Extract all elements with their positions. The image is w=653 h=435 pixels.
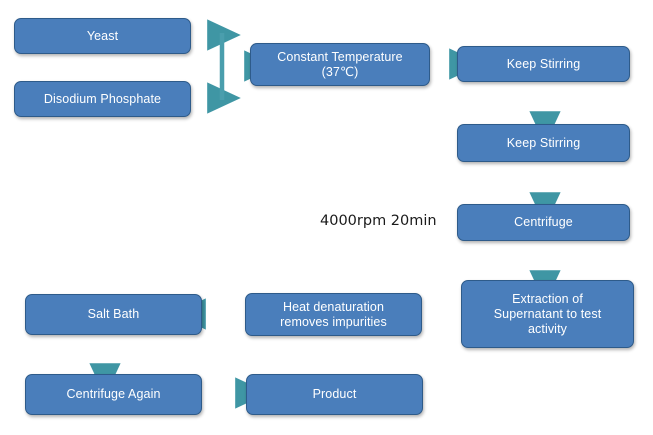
node-keep-stirring-1-label: Keep Stirring xyxy=(506,56,581,71)
node-heat-denaturation-line1: Heat denaturation xyxy=(282,299,385,314)
node-constant-temperature-line2: (37℃) xyxy=(321,64,359,79)
centrifuge-parameters-label: 4000rpm 20min xyxy=(320,212,437,230)
node-keep-stirring-2-label: Keep Stirring xyxy=(506,135,581,150)
node-heat-denaturation-line2: removes impurities xyxy=(280,314,387,329)
node-extraction-line2: Supernatant to test xyxy=(493,306,602,321)
node-centrifuge-label: Centrifuge xyxy=(514,215,573,229)
node-centrifuge-again-label: Centrifuge Again xyxy=(66,387,161,401)
node-yeast[interactable]: Yeast xyxy=(14,18,191,54)
node-constant-temperature-line1: Constant Temperature xyxy=(277,49,403,64)
centrifuge-parameters-text: 4000rpm 20min xyxy=(320,213,437,229)
node-centrifuge[interactable]: Centrifuge xyxy=(457,204,630,241)
node-disodium-phosphate-label: Disodium Phosphate xyxy=(43,91,162,106)
node-centrifuge-again[interactable]: Centrifuge Again xyxy=(25,374,202,415)
node-extraction-line1: Extraction of xyxy=(512,291,583,306)
node-product-label: Product xyxy=(312,387,357,401)
node-constant-temperature[interactable]: Constant Temperature (37℃) xyxy=(250,43,430,86)
node-keep-stirring-2[interactable]: Keep Stirring xyxy=(457,124,630,162)
node-heat-denaturation[interactable]: Heat denaturation removes impurities xyxy=(245,293,422,336)
node-extraction-supernatant[interactable]: Extraction of Supernatant to test activi… xyxy=(461,280,634,348)
node-keep-stirring-1[interactable]: Keep Stirring xyxy=(457,46,630,82)
node-extraction-line3: activity xyxy=(527,321,567,336)
node-salt-bath[interactable]: Salt Bath xyxy=(25,294,202,335)
node-disodium-phosphate[interactable]: Disodium Phosphate xyxy=(14,81,191,117)
node-yeast-label: Yeast xyxy=(86,28,119,43)
node-product[interactable]: Product xyxy=(246,374,423,415)
node-salt-bath-label: Salt Bath xyxy=(87,307,140,321)
